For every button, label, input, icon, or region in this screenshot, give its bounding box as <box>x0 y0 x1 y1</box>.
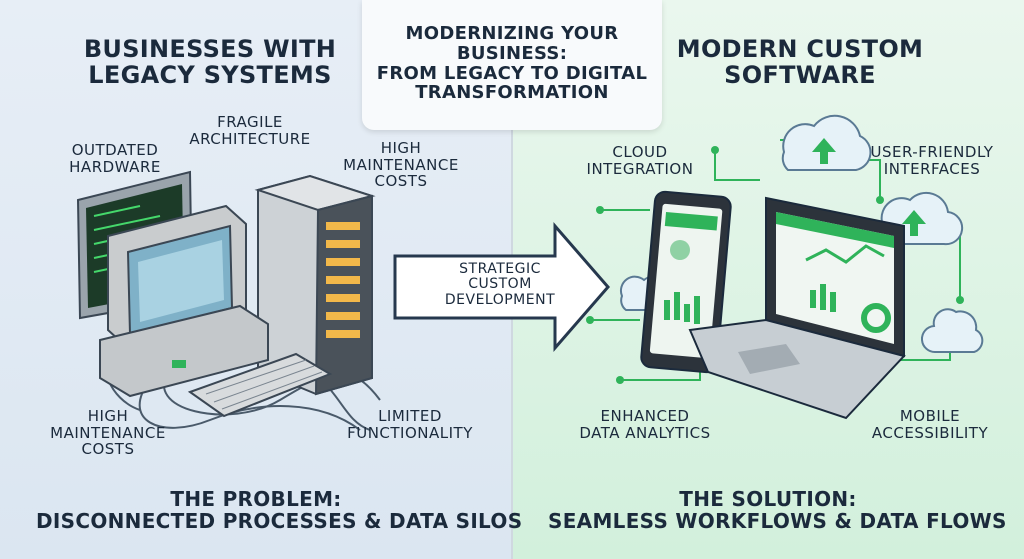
crt-monitor-icon <box>107 204 247 352</box>
callout-line: Enhanced <box>600 407 690 425</box>
cloud-icon <box>921 308 984 354</box>
network-nodes <box>586 146 964 384</box>
callout-line: Mobile <box>899 407 961 425</box>
main-title: Modernizing Your Business: From Legacy t… <box>362 24 662 103</box>
heading-line: Software <box>724 61 876 90</box>
cloud-upload-icon <box>781 114 872 171</box>
callout-line: Limited <box>378 407 442 425</box>
callout-outdated-hardware: Outdated Hardware <box>40 142 190 175</box>
footer-line: The Solution: <box>679 487 857 511</box>
footer-line: The Problem: <box>170 487 342 511</box>
callout-line: Costs <box>81 440 135 458</box>
server-rack-icon <box>254 174 376 396</box>
legacy-heading: Businesses with Legacy Systems <box>60 36 360 89</box>
callout-line: Cloud <box>612 143 668 161</box>
callout-line: Hardware <box>69 157 161 176</box>
heading-line: Legacy Systems <box>88 61 332 90</box>
arrow-label-line: Development <box>444 291 556 308</box>
modern-heading: Modern Custom Software <box>650 36 950 89</box>
callout-line: Accessibility <box>871 423 989 442</box>
callout-line: User-Friendly <box>870 143 994 161</box>
footer-line: Disconnected Processes & Data Silos <box>36 509 523 533</box>
callout-enhanced-analytics: Enhanced Data Analytics <box>560 408 730 441</box>
keyboard-icon <box>187 352 333 418</box>
dashboard-chart-icon <box>805 244 891 333</box>
callout-line: Outdated <box>71 141 159 159</box>
callout-line: Architecture <box>189 129 311 148</box>
title-line: Modernizing Your <box>405 23 619 44</box>
title-line: Business: <box>456 42 568 64</box>
arrow-label-line: Custom <box>468 276 532 293</box>
callout-fragile-architecture: Fragile Architecture <box>170 114 330 147</box>
desktop-case-icon <box>99 304 269 398</box>
callout-line: Functionality <box>347 423 473 442</box>
callout-line: Maintenance <box>343 155 459 174</box>
callout-mobile-accessibility: Mobile Accessibility <box>850 408 1010 441</box>
callout-line: Costs <box>374 172 428 190</box>
title-line: From Legacy to Digital <box>376 62 648 84</box>
callout-line: Fragile <box>217 113 283 131</box>
callout-cloud-integration: Cloud Integration <box>570 144 710 177</box>
arrow-label-line: Strategic <box>459 261 541 277</box>
transformation-arrow <box>393 221 610 353</box>
callout-user-friendly: User-Friendly Interfaces <box>852 144 1012 177</box>
callout-line: Data Analytics <box>579 423 711 442</box>
callout-line: Maintenance <box>50 423 166 442</box>
title-card <box>362 0 662 130</box>
callout-limited-functionality: Limited Functionality <box>330 408 490 441</box>
callout-line: High <box>380 139 422 157</box>
heading-line: Businesses with <box>83 35 337 63</box>
callout-line: Integration <box>586 159 694 178</box>
callout-line: Interfaces <box>883 159 981 178</box>
title-line: Transformation <box>415 82 609 104</box>
arrow-label: Strategic Custom Development <box>430 261 570 308</box>
heading-line: Modern Custom <box>676 35 924 63</box>
footer-line: Seamless Workflows & Data Flows <box>548 509 1007 533</box>
callout-line: High <box>87 407 129 425</box>
solution-footer: The Solution: Seamless Workflows & Data … <box>548 487 1007 533</box>
problem-footer: The Problem: Disconnected Processes & Da… <box>36 487 523 533</box>
callout-high-maintenance-top: High Maintenance Costs <box>326 140 476 190</box>
callout-high-maintenance-bottom: High Maintenance Costs <box>28 408 188 458</box>
